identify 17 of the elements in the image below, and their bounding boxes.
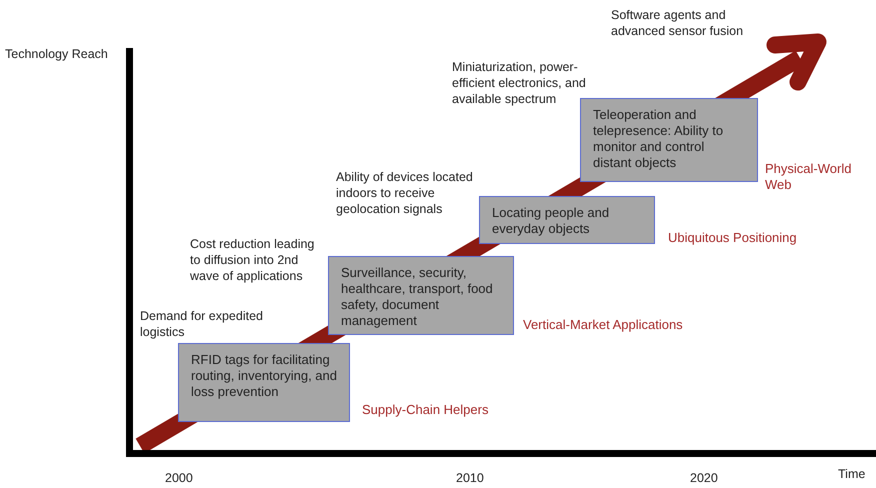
axis-label: Time	[838, 466, 866, 482]
axis-label: Technology Reach	[5, 46, 109, 62]
milestone-box: Teleoperation and telepresence: Ability to monitor and control distant objects	[580, 98, 758, 182]
year-tick-label: 2020	[690, 470, 719, 486]
driver-note: Software agents and advanced sensor fusion	[611, 7, 744, 39]
year-tick-label: 2000	[165, 470, 194, 486]
driver-note: Demand for expedited logistics	[140, 308, 264, 340]
driver-note: Cost reduction leading to diffusion into 2nd wave of applications	[190, 236, 316, 284]
driver-note: Ability of devices located indoors to receive geolocation signals	[336, 169, 474, 217]
milestone-box: Locating people and everyday objects	[479, 196, 655, 244]
stage-label: Physical-World Web	[765, 161, 852, 193]
stage-label: Ubiquitous Positioning	[668, 230, 798, 246]
year-tick-label: 2010	[456, 470, 485, 486]
stage-label: Supply-Chain Helpers	[362, 402, 490, 418]
milestone-box: RFID tags for facilitating routing, inventorying, and loss prevention	[178, 343, 350, 422]
milestone-box: Surveillance, security, healthcare, transport, food safety, document management	[328, 256, 514, 335]
stage-label: Vertical-Market Applications	[523, 317, 684, 333]
